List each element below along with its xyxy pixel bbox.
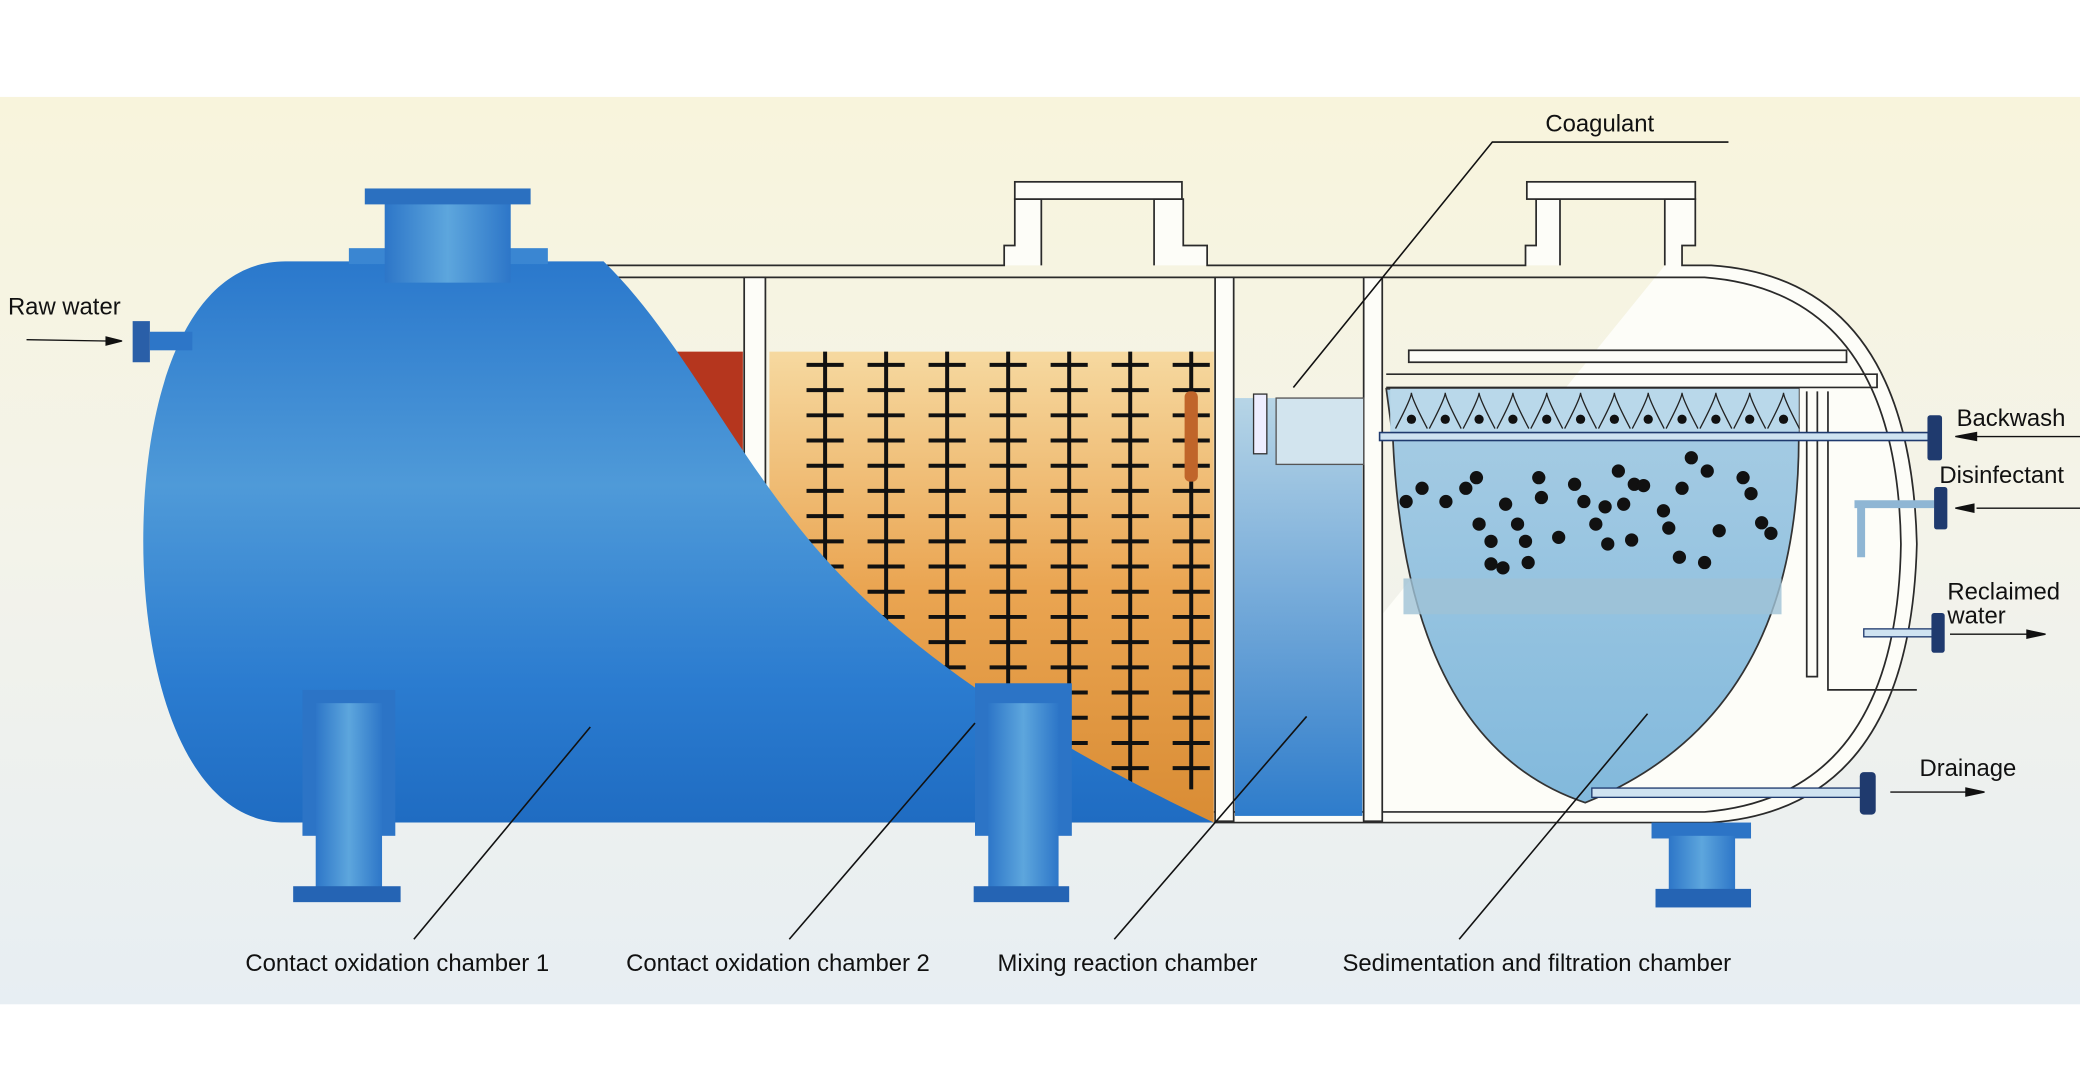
carrier-rod [1111, 351, 1149, 790]
reclaimed-water-label-line1: Reclaimed [1947, 579, 2060, 606]
filter-media-particle [1764, 526, 1778, 540]
filter-nozzle [1665, 392, 1699, 429]
disinfectant-label: Disinfectant [1939, 462, 2064, 489]
filter-nozzle [1597, 392, 1631, 429]
leader-lines [413, 141, 1729, 940]
filter-nozzle [1631, 392, 1665, 429]
filter-media-particle [1611, 464, 1625, 478]
filter-media-particle [1472, 517, 1486, 531]
filter-media-particle [1744, 486, 1758, 501]
filter-nozzle [1530, 392, 1564, 429]
filter-media-particle [1399, 494, 1413, 509]
filter-media-particle [1567, 477, 1582, 491]
disinfectant-arrow-icon [1955, 503, 1975, 513]
filter-media-particle [1496, 561, 1510, 575]
filter-nozzle [1733, 392, 1767, 429]
filter-media-particle [1484, 534, 1498, 548]
filter-media-particle [1684, 451, 1698, 465]
filter-media-particle [1510, 517, 1525, 531]
filter-nozzle [1699, 392, 1733, 429]
backwash-pipe [1378, 431, 1935, 442]
filter-media-particle [1552, 530, 1566, 544]
coagulant-dosing-box [1275, 397, 1365, 466]
backwash-arrow-icon [1955, 431, 1978, 442]
filter-media-particle [1697, 555, 1712, 570]
contact-oxidation-chamber-1-label: Contact oxidation chamber 1 [245, 950, 549, 977]
filter-media-particle [1672, 550, 1687, 564]
backwash-label: Backwash [1957, 405, 2066, 432]
filter-media-particle [1577, 494, 1591, 509]
contact-oxidation-chamber-1-tank [132, 188, 1214, 823]
filter-media-particle [1675, 481, 1689, 495]
filter-media-particle [1636, 478, 1651, 493]
filter-media-particle [1498, 497, 1513, 511]
raw-water-arrow-icon [105, 336, 123, 346]
filter-media-particle [1625, 533, 1639, 547]
filter-media-particle [1532, 471, 1546, 485]
filter-media-particle [1415, 481, 1429, 495]
drainage-arrow-icon [1965, 787, 1985, 797]
filter-nozzle [1767, 392, 1801, 429]
sedimentation-filtration-chamber [1385, 387, 1801, 804]
coagulant-inlet [1252, 393, 1268, 455]
disinfectant-pipe [1854, 500, 1935, 558]
outlet-pipes [1378, 415, 1948, 815]
contact-oxidation-chamber-2-label: Contact oxidation chamber 2 [626, 950, 930, 977]
filter-nozzle [1428, 392, 1462, 429]
aeration-pipe [1184, 391, 1198, 482]
filter-media-particle [1589, 517, 1603, 531]
raw-water-label: Raw water [8, 293, 121, 320]
filter-media-particle [1617, 497, 1631, 511]
filter-nozzle [1496, 392, 1530, 429]
reclaimed-water-label-line2: water [1946, 603, 2005, 630]
filter-nozzle [1564, 392, 1598, 429]
reclaimed-water-pipe [1863, 628, 1938, 638]
filter-media-particle [1439, 494, 1453, 509]
sedimentation-filtration-chamber-label: Sedimentation and filtration chamber [1342, 950, 1731, 977]
flow-arrows [26, 336, 2080, 797]
filter-media-particle [1755, 516, 1769, 530]
filter-media-particle [1484, 557, 1498, 571]
drainage-label: Drainage [1919, 755, 2016, 782]
mixing-reaction-chamber-label: Mixing reaction chamber [998, 950, 1258, 977]
filter-media-particle [1736, 471, 1750, 485]
support-legs [293, 683, 1752, 908]
filter-media-particle [1598, 500, 1612, 514]
filter-nozzle [1394, 392, 1428, 429]
filter-media-particle [1534, 490, 1549, 505]
filter-media-particle [1601, 537, 1615, 551]
filter-media-particle [1700, 464, 1714, 478]
filter-media-particle [1518, 534, 1533, 548]
drainage-pipe [1591, 787, 1869, 799]
reclaimed-water-arrow-icon [2026, 629, 2046, 639]
filter-media-particle [1662, 521, 1676, 535]
filter-media-particle [1469, 471, 1484, 485]
mixing-reaction-chamber-water [1235, 398, 1363, 816]
filter-nozzle [1462, 392, 1496, 429]
filter-media-particle [1712, 524, 1726, 538]
filter-media-particle [1521, 555, 1535, 570]
filter-media-particle [1656, 504, 1671, 518]
coagulant-label: Coagulant [1545, 110, 1654, 137]
filter-media-particle [1459, 481, 1473, 495]
